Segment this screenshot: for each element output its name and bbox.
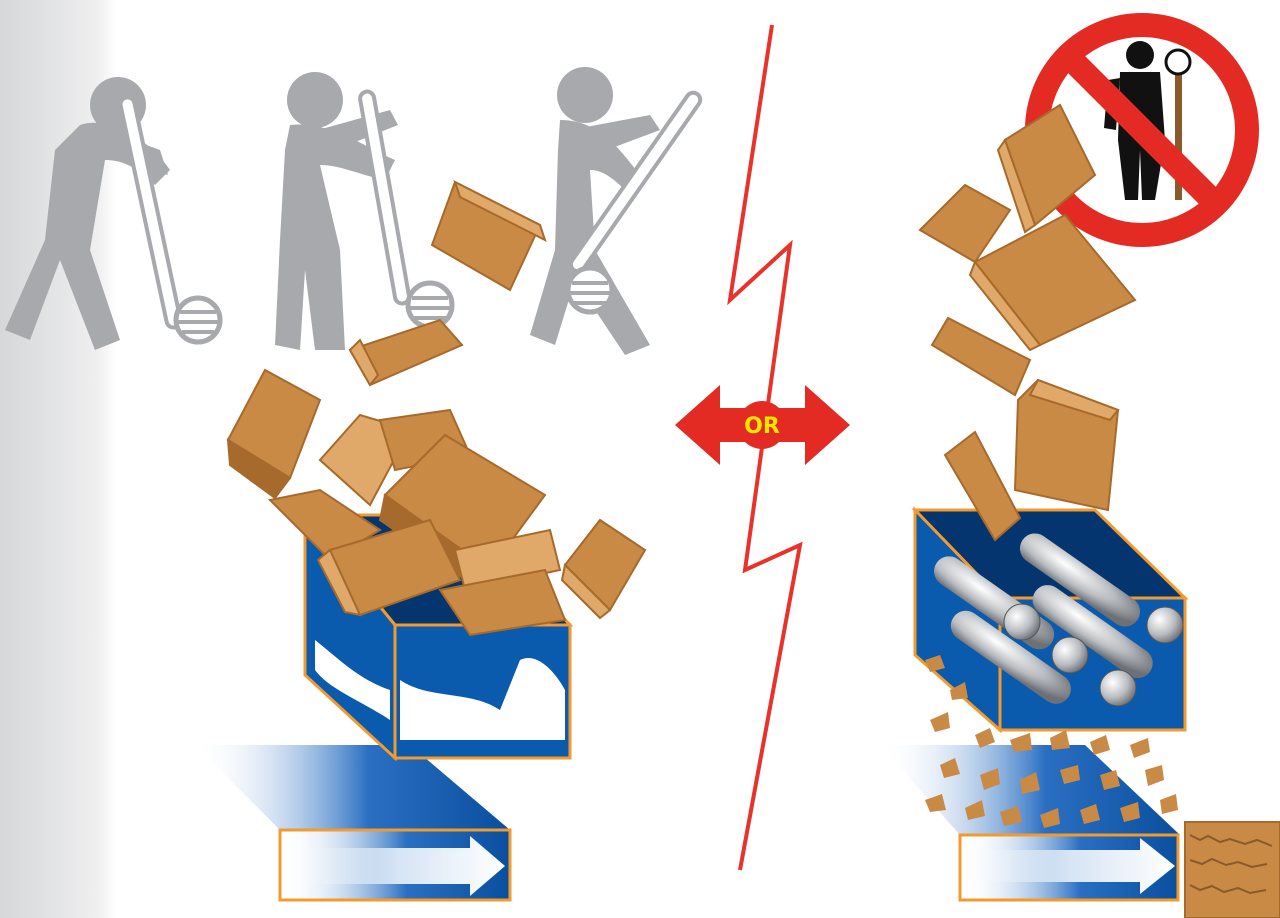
or-label: OR <box>744 414 780 439</box>
manual-crushing-workers-icon <box>5 67 703 355</box>
worker-3-icon <box>530 67 703 355</box>
right-boxes <box>918 103 1137 542</box>
right-conveyor <box>880 745 1280 918</box>
left-conveyor <box>195 745 512 902</box>
conveyor-arrow-icon <box>290 836 505 896</box>
or-double-arrow: OR <box>675 385 850 465</box>
conveyor-arrow-right-icon <box>960 838 1175 894</box>
worker-1-icon <box>5 77 223 350</box>
shredded-pieces <box>925 655 1178 828</box>
shredded-bale <box>1184 821 1280 918</box>
shredder-rollers-icon <box>934 533 1184 707</box>
left-boxes <box>226 180 647 637</box>
worker-2-icon <box>275 72 455 350</box>
